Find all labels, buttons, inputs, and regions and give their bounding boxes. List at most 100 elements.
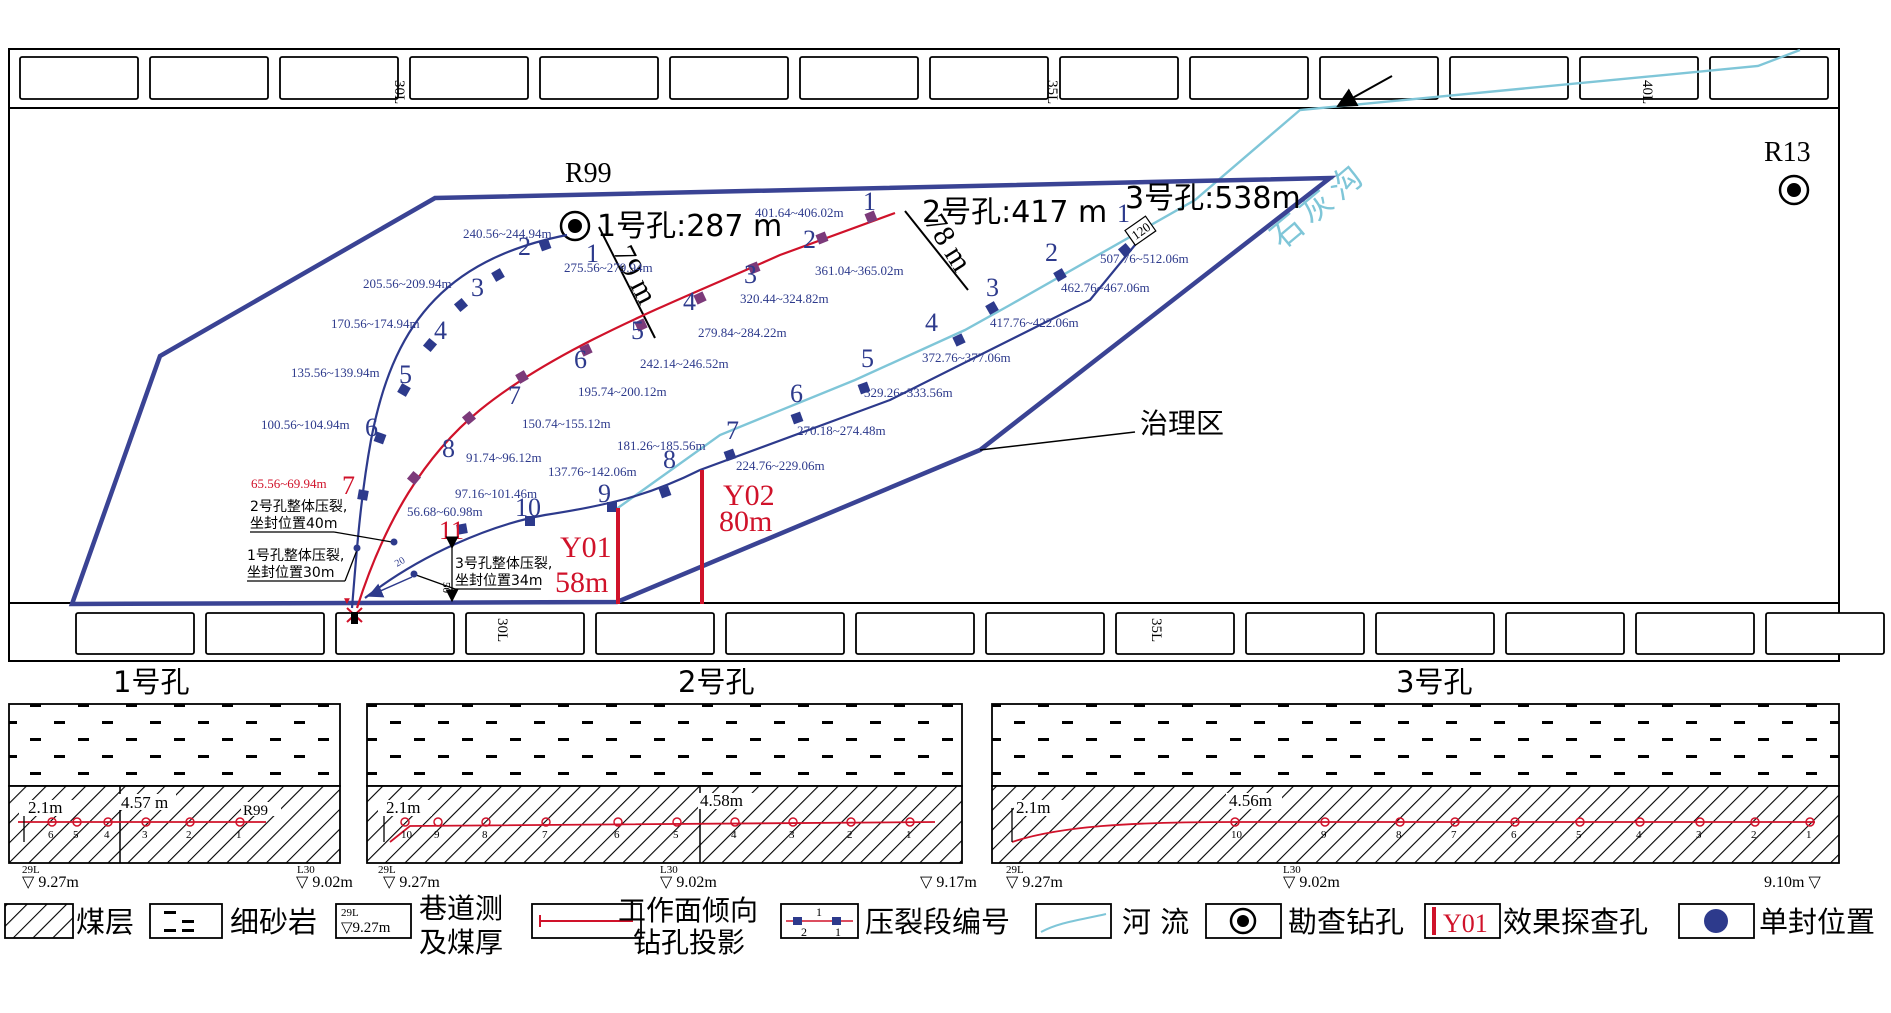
- s1-point-label: 1: [236, 829, 242, 841]
- s1-point-label: 3: [142, 829, 148, 841]
- hole3-range-2: 462.76~467.06m: [1061, 280, 1150, 295]
- s2-point: [433, 817, 443, 827]
- s1-point: [72, 817, 82, 827]
- hole3-num-4: 4: [925, 308, 938, 337]
- top-roadway: 30L 35L 40L: [9, 56, 1839, 109]
- svg-text:勘查钻孔: 勘查钻孔: [1288, 905, 1404, 939]
- hole3-range-1: 507.76~512.06m: [1100, 251, 1189, 266]
- hole1-num-4: 4: [434, 316, 447, 345]
- s3-point: [1510, 817, 1520, 827]
- s1-point: [47, 817, 57, 827]
- drilling-site-mark: ▼: [342, 596, 352, 607]
- s3-point: [1635, 817, 1645, 827]
- s3-point: [1320, 817, 1330, 827]
- hole2-segment-5: [634, 318, 648, 332]
- svg-text:29L: 29L: [22, 864, 40, 876]
- roadway-block-bottom: [1245, 612, 1365, 655]
- hole1-segment-4: [422, 337, 438, 353]
- probe-y01-length: 58m: [555, 566, 608, 599]
- s3-point: [1450, 817, 1460, 827]
- svg-text:L30: L30: [297, 864, 315, 876]
- s2-point: [481, 817, 491, 827]
- plan-frame: [8, 48, 1840, 662]
- roadway-mark-35l-bottom: 35L: [1148, 618, 1164, 642]
- hole2-num-3: 3: [744, 260, 757, 289]
- probe-y02-name: Y02: [723, 479, 775, 512]
- river-flow-arrow: [1336, 75, 1393, 107]
- hole1-range-2: 240.56~244.94m: [463, 226, 552, 241]
- s2-point-label: 10: [401, 829, 413, 841]
- roadway-block-bottom: [1375, 612, 1495, 655]
- s1-right-value: ▽ 9.02m: [296, 874, 353, 891]
- roadway-block-top: [1059, 56, 1179, 100]
- s1-point: [235, 817, 245, 827]
- s3-point: [1395, 817, 1405, 827]
- roadway-block-bottom: [1115, 612, 1235, 655]
- hole3-segment-3: [985, 301, 999, 315]
- section-2-title: 2号孔: [678, 665, 754, 699]
- section-3-title: 3号孔: [1396, 665, 1472, 699]
- svg-text:29L: 29L: [378, 864, 396, 876]
- roadway-block-bottom: [1765, 612, 1885, 655]
- s2-point: [672, 817, 682, 827]
- hole1-title: 1号孔:287 m: [597, 209, 782, 244]
- s2-point-label: 7: [542, 829, 548, 841]
- hole2-num-5: 5: [631, 316, 644, 345]
- s3-point: [1750, 817, 1760, 827]
- hole3-segment-8: [658, 485, 672, 499]
- s2-point-label: 9: [434, 829, 440, 841]
- s2-left-value: ▽ 9.27m: [383, 874, 440, 891]
- legend-explore: 勘查钻孔: [1205, 903, 1404, 939]
- s2-point-label: 8: [482, 829, 488, 841]
- hole2-num-9: 9: [598, 479, 611, 508]
- hole1-num-1: 1: [586, 239, 599, 268]
- roadway-block-top: [1189, 56, 1309, 100]
- s2-point: [788, 817, 798, 827]
- hole2-range-6: 195.74~200.12m: [578, 384, 667, 399]
- hole1-range-6: 100.56~104.94m: [261, 417, 350, 432]
- s2-point-label: 2: [847, 829, 853, 841]
- hole1-segment-6: [373, 431, 387, 445]
- s2-point: [541, 817, 551, 827]
- svg-text:3号孔整体压裂,: 3号孔整体压裂,: [455, 556, 552, 572]
- hole2-range-10: 56.68~60.98m: [407, 504, 483, 519]
- legend-coal: 煤层: [4, 903, 134, 939]
- hole2b-segment-2: [525, 516, 535, 526]
- hole2-path: [355, 211, 896, 609]
- hole2-range-1: 401.64~406.02m: [755, 205, 844, 220]
- s3-right-value: 9.10m ▽: [1764, 874, 1821, 891]
- roadway-block-bottom: [595, 612, 715, 655]
- hole2-num-6: 6: [574, 345, 587, 374]
- hole2-range-4: 279.84~284.22m: [698, 325, 787, 340]
- hole3-num-7: 7: [726, 416, 739, 445]
- legend: 煤层 细砂岩 29L ▽9.27m 巷道测 及煤厚 工作面倾向 钻孔投影: [4, 892, 1875, 959]
- hole3-range-6: 270.18~274.48m: [797, 423, 886, 438]
- roadway-block-bottom: [1505, 612, 1625, 655]
- hole2-segment-7: [515, 370, 529, 384]
- bottom-roadway: 30L 35L: [9, 602, 1885, 655]
- hole2-range-9: 97.16~101.46m: [455, 486, 537, 501]
- probe-y02-length: 80m: [719, 505, 772, 538]
- legend-single: 单封位置: [1678, 903, 1875, 939]
- hole2-num-7: 7: [508, 381, 521, 410]
- zone-leader: [979, 431, 1136, 451]
- hole1-overall-note: 1号孔整体压裂, 坐封位置30m: [247, 544, 361, 582]
- s1-point-label: 6: [48, 829, 54, 841]
- s1-point-label: 2: [186, 829, 192, 841]
- s3-left-value: ▽ 9.27m: [1006, 874, 1063, 891]
- hole3-num-8: 8: [663, 445, 676, 474]
- s2-point-label: 1: [906, 829, 912, 841]
- hole1-range-4: 170.56~174.94m: [331, 316, 420, 331]
- zone-label: 治理区: [1140, 407, 1224, 440]
- roadway-mark-40l-top: 40L: [1639, 80, 1655, 104]
- s3-point-label: 3: [1696, 829, 1702, 841]
- svg-text:河 流: 河 流: [1122, 905, 1189, 939]
- svg-text:钻孔投影: 钻孔投影: [633, 926, 745, 959]
- svg-text:细砂岩: 细砂岩: [230, 905, 317, 939]
- svg-text:Y01: Y01: [1443, 909, 1488, 938]
- s2-point-label: 5: [673, 829, 679, 841]
- hole3-num-5: 5: [861, 344, 874, 373]
- roadway-mark-35l-top: 35L: [1044, 80, 1060, 104]
- hole1-num-3: 3: [471, 273, 484, 302]
